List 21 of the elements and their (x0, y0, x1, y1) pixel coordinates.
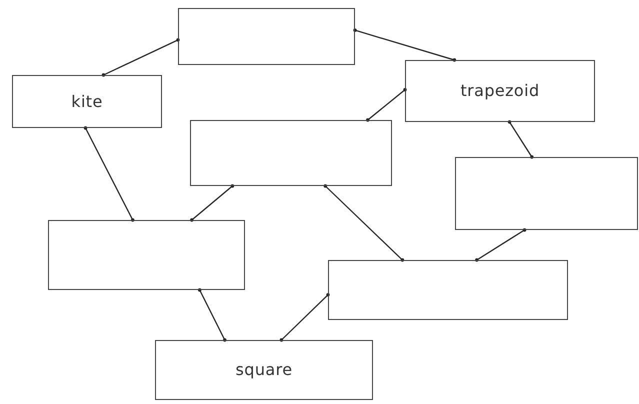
connector-line (353, 28, 456, 62)
connector-line (475, 228, 526, 262)
labeled-box (12, 75, 162, 128)
connector-line (366, 88, 407, 122)
connector-line (324, 184, 404, 262)
labeled-box (405, 60, 595, 122)
connector-line (280, 293, 330, 342)
connector-line (84, 126, 134, 222)
empty-box (455, 157, 638, 230)
box-label: kite (71, 90, 103, 112)
box-label: square (236, 359, 292, 381)
empty-box (178, 8, 355, 65)
connector-line (508, 120, 534, 159)
connector-line (190, 184, 234, 222)
connector-line (102, 38, 180, 77)
empty-box (48, 220, 245, 290)
empty-box (190, 120, 392, 186)
connector-line (198, 288, 226, 342)
labeled-box (155, 340, 373, 400)
box-label: trapezoid (460, 80, 540, 102)
empty-box (328, 260, 568, 320)
